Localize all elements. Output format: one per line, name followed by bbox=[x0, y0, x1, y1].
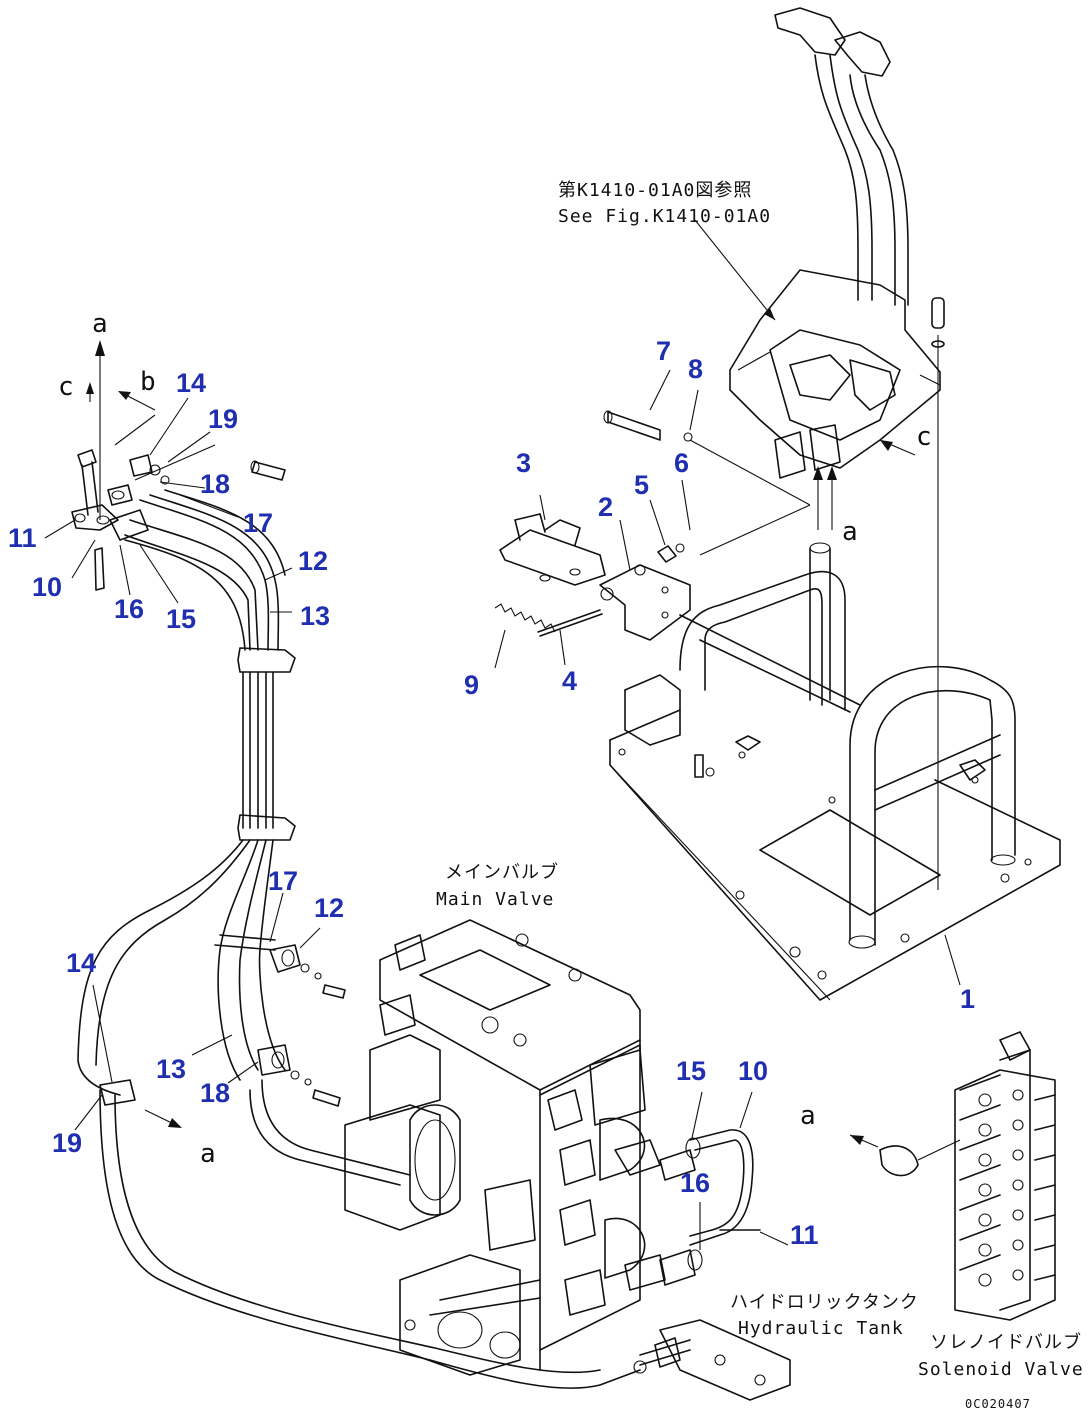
callout-17-upper: 17 bbox=[243, 508, 273, 538]
tank-and-solenoid-lines bbox=[633, 1129, 961, 1401]
direction-letter-a-solenoid: a bbox=[800, 1101, 816, 1131]
callout-10-upper: 10 bbox=[32, 572, 62, 602]
hydraulic-tank-label-jp: ハイドロリックタンク bbox=[730, 1292, 919, 1313]
direction-letter-c: c bbox=[58, 372, 74, 402]
direction-arrows-lever bbox=[813, 439, 916, 530]
console-stand bbox=[609, 542, 1061, 1001]
callout-4: 4 bbox=[562, 666, 577, 696]
callout-6: 6 bbox=[674, 448, 689, 478]
callout-18-lower: 18 bbox=[200, 1078, 230, 1108]
drawing-code: 0C020407 bbox=[965, 1397, 1031, 1411]
callout-11-upper: 11 bbox=[8, 523, 37, 553]
reference-leader bbox=[694, 219, 776, 321]
callout-14-lower: 14 bbox=[66, 948, 96, 978]
direction-letter-c-lever: c bbox=[916, 422, 932, 452]
callout-12-lower: 12 bbox=[314, 893, 344, 923]
reference-note-en: See Fig.K1410-01A0 bbox=[558, 206, 771, 227]
solenoid-valve-label-jp: ソレノイドバルブ bbox=[930, 1331, 1082, 1353]
callout-2: 2 bbox=[598, 492, 613, 522]
hose-bundle bbox=[77, 489, 641, 1389]
main-valve-body bbox=[344, 919, 666, 1376]
callout-12-upper: 12 bbox=[298, 546, 328, 576]
hydraulic-tank-label-en: Hydraulic Tank bbox=[738, 1318, 904, 1339]
direction-letter-b: b bbox=[140, 367, 156, 397]
callout-15-lower: 15 bbox=[676, 1056, 706, 1086]
callout-13-lower: 13 bbox=[156, 1054, 186, 1084]
callout-17-lower: 17 bbox=[268, 866, 298, 896]
direction-letter-a-lower: a bbox=[200, 1139, 216, 1169]
callout-14-upper: 14 bbox=[176, 368, 206, 398]
callout-3: 3 bbox=[516, 448, 531, 478]
direction-letter-a-lever: a bbox=[842, 517, 858, 547]
reference-note-jp: 第K1410-01A0図参照 bbox=[558, 180, 752, 201]
callout-11-lower: 11 bbox=[790, 1220, 819, 1250]
callout-15-upper: 15 bbox=[166, 604, 196, 634]
callout-5: 5 bbox=[634, 470, 649, 500]
callout-leaders bbox=[44, 369, 961, 1250]
lock-lever-parts bbox=[494, 410, 811, 641]
callout-1: 1 bbox=[960, 984, 975, 1014]
mount-bolt bbox=[931, 297, 945, 890]
callout-19-lower: 19 bbox=[52, 1128, 82, 1158]
callout-13-upper: 13 bbox=[300, 601, 330, 631]
solenoid-valve bbox=[954, 1031, 1056, 1321]
callout-10-lower: 10 bbox=[738, 1056, 768, 1086]
control-lever-assembly bbox=[729, 7, 941, 479]
main-valve-label-en: Main Valve bbox=[436, 889, 554, 910]
direction-letter-a-top: a bbox=[92, 309, 108, 339]
solenoid-valve-label-en: Solenoid Valve bbox=[918, 1359, 1084, 1380]
callout-18-upper: 18 bbox=[200, 469, 230, 499]
callout-19-upper: 19 bbox=[208, 404, 238, 434]
main-valve-label-jp: メインバルブ bbox=[445, 861, 559, 883]
callout-16-lower: 16 bbox=[680, 1168, 710, 1198]
callout-8: 8 bbox=[688, 354, 703, 384]
callout-7: 7 bbox=[656, 336, 671, 366]
callout-16-upper: 16 bbox=[114, 594, 144, 624]
callout-9: 9 bbox=[464, 670, 479, 700]
hose-fittings-upper bbox=[71, 340, 286, 591]
